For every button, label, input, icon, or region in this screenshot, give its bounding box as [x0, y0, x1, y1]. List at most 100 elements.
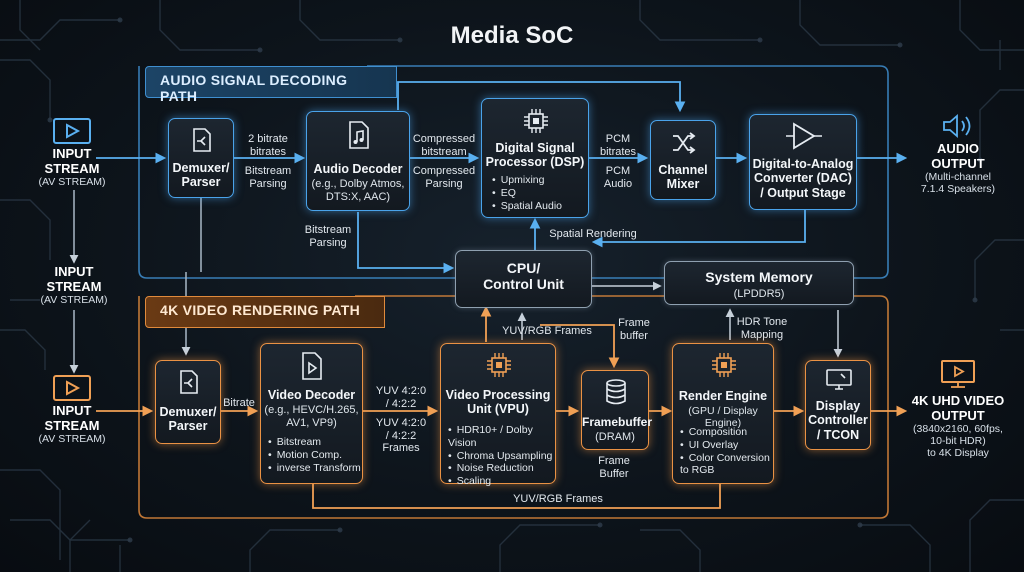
display-controller-title: Display Controller / TCON	[808, 399, 868, 442]
video-input-sub: (AV STREAM)	[38, 433, 106, 446]
split-icon	[193, 128, 211, 152]
framebuffer-title: Framebuffer	[582, 415, 653, 429]
audio-output-title: AUDIO OUTPUT	[931, 141, 985, 171]
video-file-icon	[302, 352, 322, 380]
display-controller-box: Display Controller / TCON	[805, 360, 871, 450]
label-bitrates: 2 bitrate bitrates	[248, 133, 288, 158]
label-bitstream-parsing: Bitstream Parsing	[244, 165, 292, 190]
video-path-header: 4K VIDEO RENDERING PATH	[145, 296, 385, 328]
audio-input-stream: INPUT STREAM (AV STREAM)	[28, 117, 116, 188]
dac-title: Digital-to-Analog Converter (DAC) / Outp…	[752, 157, 854, 200]
vpu-feature: Chroma Upsampling	[448, 450, 555, 463]
render-engine-feature: Color Conversion to RGB	[680, 452, 770, 478]
vpu-feature-list: HDR10+ / Dolby Vision Chroma Upsampling …	[448, 424, 555, 488]
video-output-sub: (3840x2160, 60fps, 10-bit HDR) to 4K Dis…	[913, 423, 1003, 460]
cpu-box: CPU/ Control Unit	[455, 250, 592, 308]
channel-mixer-box: Channel Mixer	[650, 120, 716, 200]
audio-path-frame	[138, 65, 889, 279]
label-hdr-tone-mapping: HDR Tone Mapping	[736, 316, 788, 341]
label-compressed-bitstream: Compressed bitstream	[412, 133, 476, 158]
middle-input-sub: (AV STREAM)	[40, 294, 108, 307]
label-pcm-audio: PCM Audio	[603, 165, 633, 190]
audio-input-sub: (AV STREAM)	[38, 176, 106, 189]
render-engine-box: Render Engine (GPU / Display Engine) Com…	[672, 343, 774, 484]
audio-output-sub: (Multi-channel 7.1.4 Speakers)	[920, 171, 996, 196]
audio-decoder-title: Audio Decoder	[313, 162, 403, 176]
audio-demuxer-title: Demuxer/ Parser	[172, 161, 230, 190]
audio-demuxer-box: Demuxer/ Parser	[168, 118, 234, 198]
label-spatial-rendering: Spatial Rendering	[549, 228, 637, 240]
video-input-title: INPUT STREAM	[44, 403, 100, 433]
render-engine-feature-list: Composition UI Overlay Color Conversion …	[680, 426, 770, 477]
dsp-feature: Upmixing	[492, 174, 562, 187]
database-icon	[606, 379, 626, 405]
label-bitrate: Bitrate	[223, 397, 255, 409]
video-path-frame	[138, 295, 889, 519]
split-icon	[180, 370, 198, 394]
video-demuxer-box: Demuxer/ Parser	[155, 360, 221, 444]
video-decoder-box: Video Decoder (e.g., HEVC/H.265, AV1, VP…	[260, 343, 363, 484]
label-yuv-bottom: YUV 4:2:0 / 4:2:2 Frames	[375, 417, 427, 455]
audio-decoder-box: Audio Decoder (e.g., Dolby Atmos, DTS:X,…	[306, 111, 410, 211]
shuffle-icon	[673, 132, 696, 154]
video-decoder-title: Video Decoder	[267, 388, 356, 402]
vpu-title: Video Processing Unit (VPU)	[445, 388, 551, 417]
system-memory-box: System Memory (LPDDR5)	[664, 261, 854, 305]
dsp-box: Digital Signal Processor (DSP) Upmixing …	[481, 98, 589, 218]
render-engine-title: Render Engine	[678, 389, 768, 403]
framebuffer-box: Framebuffer (DRAM)	[581, 370, 653, 450]
amplifier-icon	[786, 122, 822, 150]
play-icon	[53, 375, 91, 401]
cpu-title: CPU/ Control Unit	[483, 260, 564, 293]
video-decoder-feature: Bitstream	[268, 436, 361, 449]
channel-mixer-title: Channel Mixer	[658, 163, 708, 192]
dsp-feature: EQ	[492, 187, 562, 200]
chip-icon	[487, 353, 511, 377]
monitor-icon	[826, 369, 852, 390]
label-yuv-rgb-frames-bottom: YUV/RGB Frames	[513, 493, 603, 505]
chip-icon	[524, 109, 548, 133]
video-decoder-feature: inverse Transform	[268, 462, 361, 475]
dsp-feature: Spatial Audio	[492, 200, 562, 213]
framebuffer-sub: (DRAM)	[595, 431, 635, 443]
middle-input-stream: INPUT STREAM (AV STREAM)	[28, 264, 120, 307]
system-memory-sub: (LPDDR5)	[733, 288, 785, 300]
video-decoder-feature: Motion Comp.	[268, 449, 361, 462]
speaker-icon	[943, 114, 971, 138]
vpu-feature: Scaling	[448, 475, 555, 488]
label-frame-buffer: Frame buffer	[618, 317, 650, 342]
vpu-feature: HDR10+ / Dolby Vision	[448, 424, 555, 450]
dsp-title: Digital Signal Processor (DSP)	[485, 141, 585, 170]
play-icon	[53, 118, 91, 144]
render-engine-feature: Composition	[680, 426, 770, 439]
label-compressed-parsing: Compressed Parsing	[412, 165, 476, 190]
video-decoder-sub: (e.g., HEVC/H.265, AV1, VP9)	[264, 404, 359, 429]
dsp-feature-list: Upmixing EQ Spatial Audio	[492, 174, 562, 212]
label-yuv-top: YUV 4:2:0 / 4:2:2	[375, 385, 427, 410]
label-frame-buffer-lower: Frame Buffer	[598, 455, 630, 480]
video-demuxer-title: Demuxer/ Parser	[159, 405, 217, 434]
audio-path-header: AUDIO SIGNAL DECODING PATH	[145, 66, 397, 104]
dac-box: Digital-to-Analog Converter (DAC) / Outp…	[749, 114, 857, 210]
system-memory-title: System Memory	[705, 269, 813, 285]
diagram-title: Media SoC	[450, 22, 574, 49]
middle-input-title: INPUT STREAM	[46, 264, 102, 294]
audio-input-title: INPUT STREAM	[44, 146, 100, 176]
video-decoder-feature-list: Bitstream Motion Comp. inverse Transform	[268, 436, 361, 474]
video-input-stream: INPUT STREAM (AV STREAM)	[28, 374, 116, 445]
label-pcm-bitrates: PCM bitrates	[599, 133, 637, 158]
video-output-title: 4K UHD VIDEO OUTPUT	[911, 393, 1005, 423]
vpu-feature: Noise Reduction	[448, 462, 555, 475]
audio-decoder-sub: (e.g., Dolby Atmos, DTS:X, AAC)	[311, 178, 405, 203]
music-file-icon	[349, 121, 369, 149]
render-engine-feature: UI Overlay	[680, 439, 770, 452]
chip-icon	[712, 353, 736, 377]
vpu-box: Video Processing Unit (VPU) HDR10+ / Dol…	[440, 343, 556, 487]
tv-icon	[941, 360, 975, 388]
label-bitstream-parsing-lower: Bitstream Parsing	[304, 224, 352, 249]
audio-output: AUDIO OUTPUT (Multi-channel 7.1.4 Speake…	[912, 112, 1004, 195]
video-output: 4K UHD VIDEO OUTPUT (3840x2160, 60fps, 1…	[904, 358, 1012, 459]
